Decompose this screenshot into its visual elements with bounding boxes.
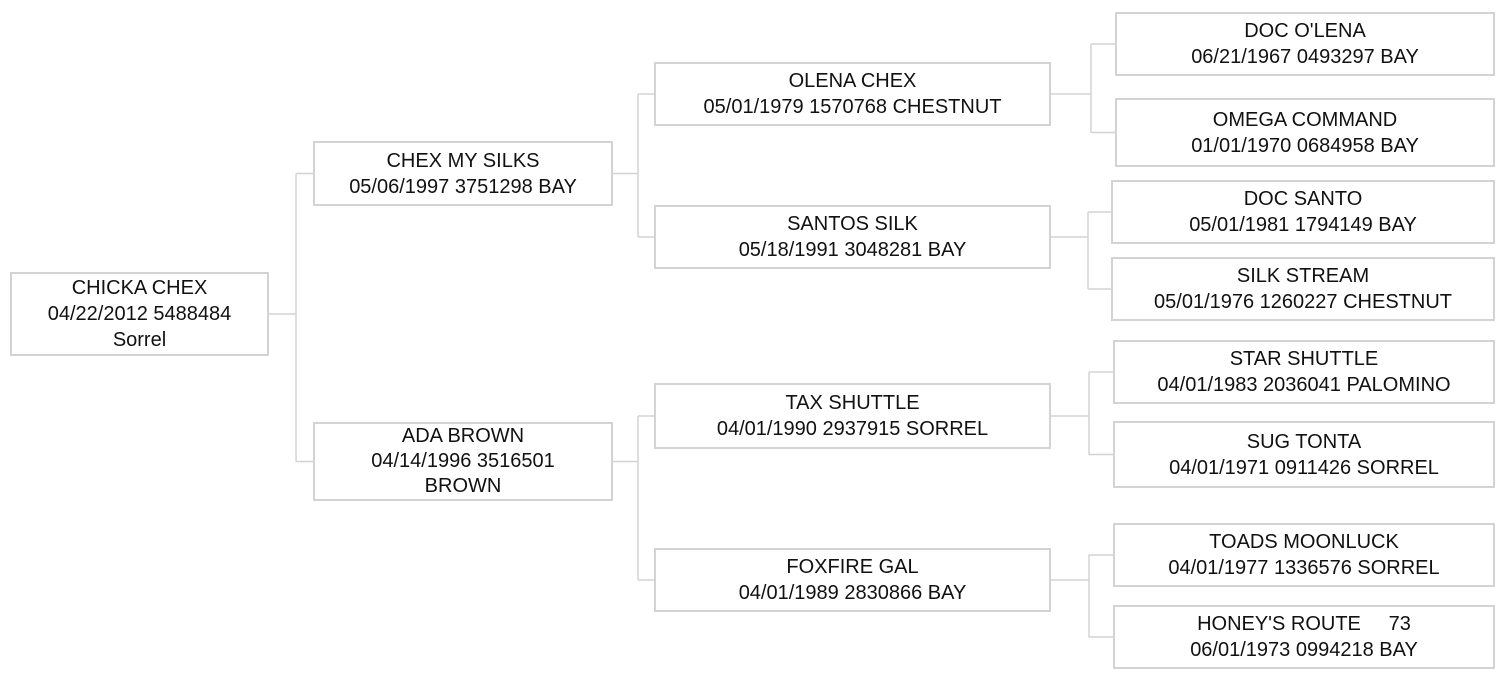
- horse-name: TAX SHUTTLE: [785, 392, 920, 414]
- horse-dam-sire: TAX SHUTTLE 04/01/1990 2937915 SORREL: [654, 383, 1051, 449]
- horse-name: CHEX MY SILKS: [386, 149, 540, 172]
- horse-color: Sorrel: [112, 329, 167, 351]
- horse-name: FOXFIRE GAL: [786, 556, 919, 578]
- horse-name: DOC SANTO: [1243, 188, 1363, 210]
- horse-name: SILK STREAM: [1236, 265, 1370, 287]
- horse-info: 04/01/1971 0911426 SORREL: [1169, 456, 1439, 479]
- horse-info: 04/01/1983 2036041 PALOMINO: [1157, 374, 1451, 396]
- horse-dss: STAR SHUTTLE 04/01/1983 2036041 PALOMINO: [1113, 340, 1495, 404]
- horse-name: TOADS MOONLUCK: [1209, 531, 1399, 553]
- horse-info: 05/18/1991 3048281 BAY: [738, 239, 967, 261]
- horse-info: 05/01/1981 1794149 BAY: [1189, 214, 1417, 236]
- horse-info: 06/21/1967 0493297 BAY: [1191, 46, 1419, 68]
- horse-info: 04/14/1996 3516501: [371, 450, 555, 472]
- horse-info: 06/01/1973 0994218 BAY: [1190, 639, 1418, 661]
- horse-dam-dam: FOXFIRE GAL 04/01/1989 2830866 BAY: [654, 548, 1051, 612]
- horse-info: 01/01/1970 0684958 BAY: [1191, 134, 1419, 157]
- horse-color: BROWN: [424, 475, 502, 497]
- horse-name: OLENA CHEX: [788, 70, 917, 92]
- horse-info: 05/06/1997 3751298 BAY: [349, 175, 577, 198]
- horse-ssd: OMEGA COMMAND 01/01/1970 0684958 BAY: [1115, 98, 1495, 167]
- horse-info: 05/01/1976 1260227 CHESTNUT: [1154, 291, 1452, 313]
- horse-name: HONEY'S ROUTE 73: [1197, 613, 1411, 635]
- horse-sire-dam: SANTOS SILK 05/18/1991 3048281 BAY: [654, 205, 1051, 269]
- horse-name: DOC O'LENA: [1244, 20, 1366, 42]
- horse-info: 04/01/1977 1336576 SORREL: [1168, 557, 1440, 579]
- horse-sdd: SILK STREAM 05/01/1976 1260227 CHESTNUT: [1111, 257, 1495, 321]
- horse-subject: CHICKA CHEX 04/22/2012 5488484 Sorrel: [10, 272, 269, 356]
- horse-name: SUG TONTA: [1246, 430, 1362, 453]
- horse-sds: DOC SANTO 05/01/1981 1794149 BAY: [1111, 180, 1495, 244]
- horse-name: SANTOS SILK: [787, 213, 918, 235]
- horse-info: 04/01/1990 2937915 SORREL: [716, 418, 989, 440]
- horse-sss: DOC O'LENA 06/21/1967 0493297 BAY: [1115, 12, 1495, 76]
- horse-dam: ADA BROWN 04/14/1996 3516501 BROWN: [313, 422, 613, 501]
- horse-dds: TOADS MOONLUCK 04/01/1977 1336576 SORREL: [1113, 523, 1495, 587]
- horse-dsd: SUG TONTA 04/01/1971 0911426 SORREL: [1113, 421, 1495, 488]
- horse-sire-sire: OLENA CHEX 05/01/1979 1570768 CHESTNUT: [654, 62, 1051, 126]
- horse-info: 04/01/1989 2830866 BAY: [738, 582, 967, 604]
- horse-info: 04/22/2012 5488484: [47, 303, 232, 325]
- horse-name: CHICKA CHEX: [71, 277, 208, 299]
- horse-name: OMEGA COMMAND: [1212, 108, 1398, 131]
- horse-name: STAR SHUTTLE: [1229, 348, 1379, 370]
- horse-sire: CHEX MY SILKS 05/06/1997 3751298 BAY: [313, 141, 613, 206]
- horse-ddd: HONEY'S ROUTE 73 06/01/1973 0994218 BAY: [1113, 605, 1495, 669]
- horse-info: 05/01/1979 1570768 CHESTNUT: [703, 96, 1002, 118]
- horse-name: ADA BROWN: [401, 425, 525, 447]
